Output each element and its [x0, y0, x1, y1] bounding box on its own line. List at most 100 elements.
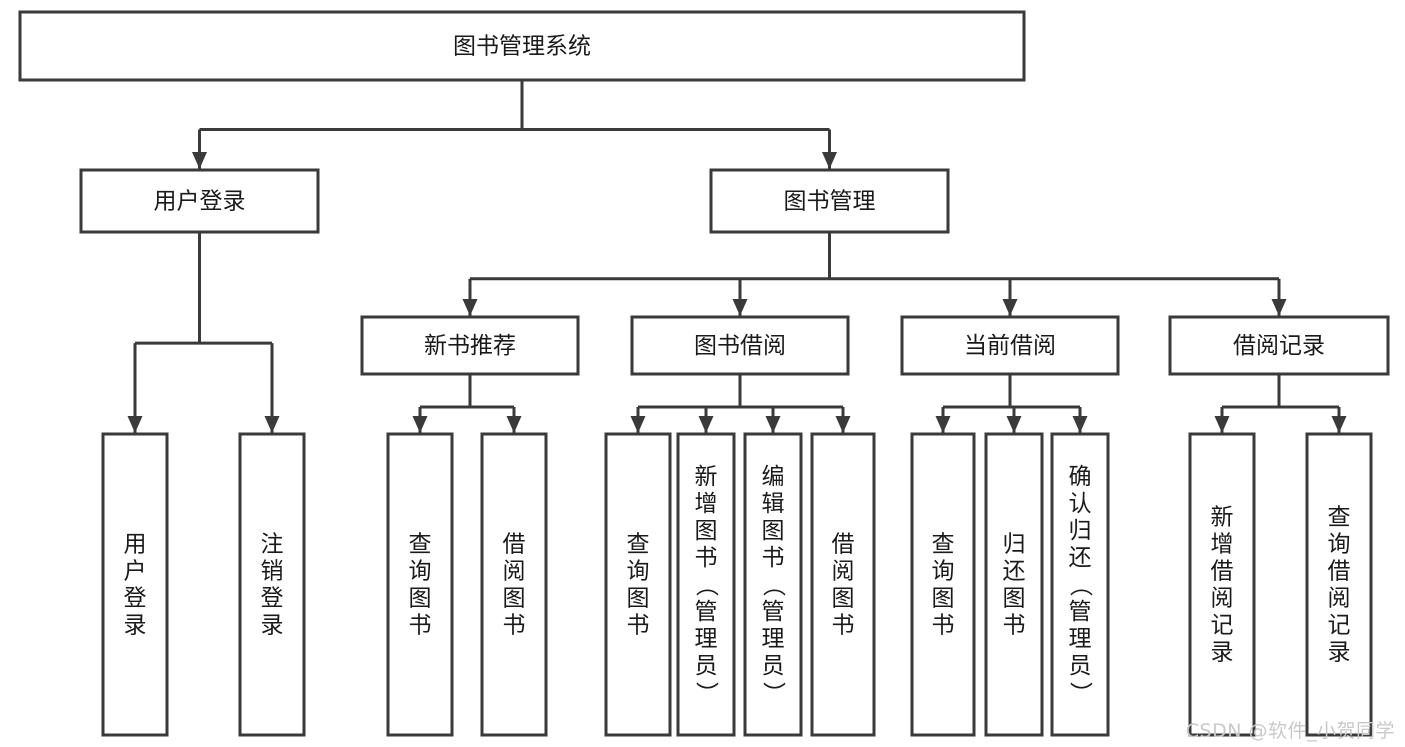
node-user-login[interactable]: 用户登录: [79, 168, 320, 234]
node-label-char: 图: [695, 518, 718, 544]
node-label: 借阅记录: [1233, 333, 1325, 359]
node-box[interactable]: [676, 432, 736, 737]
node-root[interactable]: 图书管理系统: [18, 10, 1026, 82]
node-label-char: 借: [503, 532, 526, 558]
node-label-char: 查: [409, 532, 432, 558]
node-label-char: 书: [627, 613, 650, 639]
node-leaf-query-book-3[interactable]: 查询图书查询图书: [910, 432, 976, 737]
node-leaf-query-book-2[interactable]: 查询图书查询图书: [604, 432, 672, 737]
arrow-head-icon: [192, 152, 207, 169]
node-label-char: 认: [1069, 491, 1092, 517]
node-label-char: 书: [762, 545, 785, 571]
node-label-char: 增: [695, 491, 718, 517]
arrow-head-icon: [506, 416, 522, 433]
node-box[interactable]: [1305, 432, 1373, 737]
node-label-char: 管: [1069, 599, 1092, 625]
node-leaf-return-book[interactable]: 归还图书归还图书: [984, 432, 1044, 737]
arrow-head-icon: [1006, 416, 1022, 433]
node-book-manage[interactable]: 图书管理: [709, 168, 950, 234]
node-leaf-query-book-1[interactable]: 查询图书查询图书: [386, 432, 454, 737]
connector-layer: [127, 80, 1347, 433]
node-box[interactable]: [18, 10, 1026, 82]
node-box[interactable]: [910, 432, 976, 737]
node-label-char: 员: [695, 653, 718, 679]
node-label-char: 询: [1328, 532, 1351, 558]
node-box[interactable]: [630, 315, 850, 376]
node-box[interactable]: [900, 315, 1120, 376]
node-label-char: 归: [1069, 518, 1092, 544]
node-box[interactable]: [480, 432, 548, 737]
node-label-char: 员: [1069, 653, 1092, 679]
node-box[interactable]: [386, 432, 454, 737]
arrow-head-icon: [835, 416, 851, 433]
node-label: 图书管理系统: [453, 34, 591, 60]
node-label-char: 图: [627, 586, 650, 612]
node-label-char: 记: [1328, 613, 1351, 639]
node-label: 用户登录: [154, 189, 246, 215]
node-label-char: 查: [932, 532, 955, 558]
arrow-head-icon: [462, 299, 478, 316]
node-box[interactable]: [360, 315, 580, 376]
node-label: 图书管理: [784, 189, 876, 215]
node-label-char: 辑: [762, 491, 785, 517]
node-box[interactable]: [1168, 315, 1390, 376]
node-leaf-add-record[interactable]: 新增借阅记录新增借阅记录: [1188, 432, 1256, 737]
node-label-char: ）: [760, 682, 786, 705]
arrow-head-icon: [1214, 416, 1230, 433]
node-label-char: 管: [762, 599, 785, 625]
node-label-char: 理: [1069, 626, 1092, 652]
node-label-char: 理: [695, 626, 718, 652]
node-current-borrow[interactable]: 当前借阅: [900, 315, 1120, 376]
node-leaf-user-login[interactable]: 用户登录用户登录: [101, 432, 169, 737]
node-book-borrow[interactable]: 图书借阅: [630, 315, 850, 376]
node-label-char: 书: [832, 613, 855, 639]
node-label-char: 阅: [1328, 586, 1351, 612]
node-label-char: （: [693, 574, 719, 597]
node-label-char: 还: [1003, 559, 1026, 585]
node-label-char: 户: [124, 559, 147, 585]
arrow-head-icon: [1002, 299, 1018, 316]
node-label-char: 编: [762, 464, 785, 490]
node-label-char: 录: [1328, 640, 1351, 666]
node-label-char: 询: [409, 559, 432, 585]
node-box[interactable]: [810, 432, 876, 737]
node-leaf-logout[interactable]: 注销登录注销登录: [238, 432, 306, 737]
node-label-char: 录: [1211, 640, 1234, 666]
node-leaf-query-record[interactable]: 查询借阅记录查询借阅记录: [1305, 432, 1373, 737]
node-borrow-record[interactable]: 借阅记录: [1168, 315, 1390, 376]
node-new-book-rec[interactable]: 新书推荐: [360, 315, 580, 376]
node-box[interactable]: [79, 168, 320, 234]
arrow-head-icon: [127, 416, 143, 433]
node-leaf-borrow-book-1[interactable]: 借阅图书借阅图书: [480, 432, 548, 737]
node-label: 图书借阅: [694, 333, 786, 359]
node-box[interactable]: [1188, 432, 1256, 737]
node-label-char: 归: [1003, 532, 1026, 558]
node-label-char: 阅: [503, 559, 526, 585]
node-label-char: 图: [832, 586, 855, 612]
node-leaf-borrow-book-2[interactable]: 借阅图书借阅图书: [810, 432, 876, 737]
node-label-char: 录: [124, 613, 147, 639]
node-label-char: 询: [627, 559, 650, 585]
node-box[interactable]: [101, 432, 169, 737]
node-label-char: 图: [1003, 586, 1026, 612]
node-label-char: 新: [1211, 505, 1234, 531]
node-box[interactable]: [238, 432, 306, 737]
node-label-char: ）: [1067, 682, 1093, 705]
node-label-char: （: [760, 574, 786, 597]
node-label-char: 书: [695, 545, 718, 571]
node-box[interactable]: [984, 432, 1044, 737]
node-box[interactable]: [743, 432, 803, 737]
node-label-char: 图: [409, 586, 432, 612]
node-box[interactable]: [709, 168, 950, 234]
node-label-char: 图: [932, 586, 955, 612]
node-label-char: 管: [695, 599, 718, 625]
arrow-head-icon: [732, 299, 748, 316]
node-box[interactable]: [1050, 432, 1110, 737]
node-label-char: 注: [261, 532, 284, 558]
arrow-head-icon: [698, 416, 714, 433]
node-box[interactable]: [604, 432, 672, 737]
